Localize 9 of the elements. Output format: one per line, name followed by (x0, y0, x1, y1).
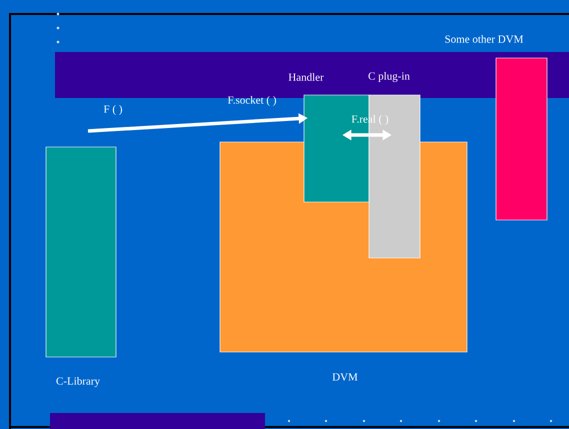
node-label: C-Library (56, 377, 100, 388)
function-label: F.socket ( ) (228, 96, 276, 106)
edge-label: F ( ) (104, 105, 122, 115)
vm-box: Some other DVM (445, 35, 548, 220)
node-label: Some other DVM (445, 35, 524, 43)
node-label: DVM (332, 373, 358, 381)
node-label: C plug-in (368, 72, 410, 82)
node-label: Handler (288, 73, 324, 81)
library-box: C-Library (46, 146, 116, 387)
